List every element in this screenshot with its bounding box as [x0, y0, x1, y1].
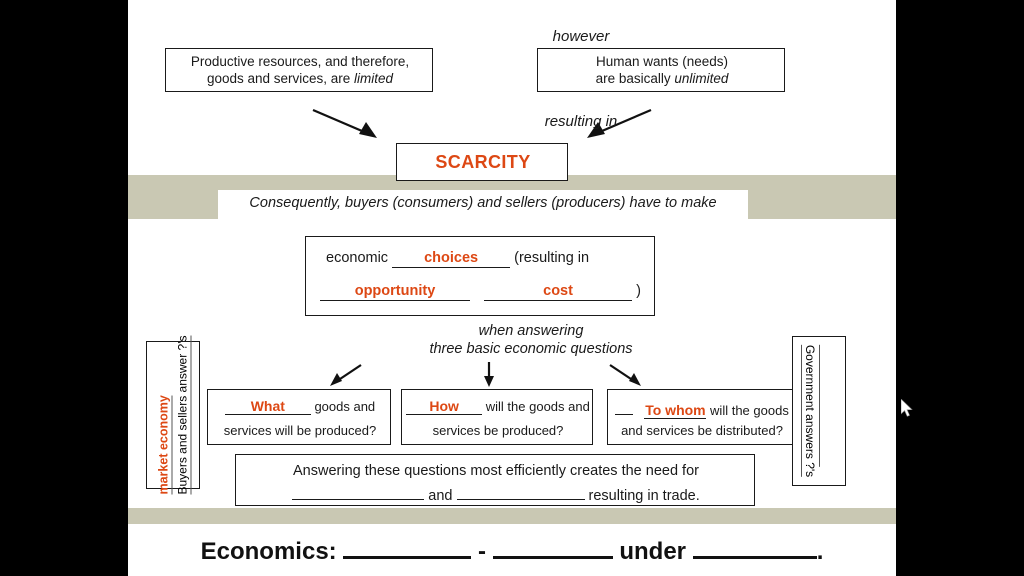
question-what-answer-slot: What — [224, 398, 311, 415]
question-what-tail1: goods and — [314, 399, 376, 414]
need-blank-1 — [292, 484, 425, 500]
human-wants-line1: Human wants (needs) — [595, 54, 729, 69]
arrow-to-how-question — [482, 362, 496, 388]
box-question-towhom: To whom will the goods and services be d… — [607, 389, 795, 445]
economics-definition-line: Economics: - under . — [128, 524, 896, 576]
question-what-answer-word: What — [250, 398, 285, 415]
connector-resulting-in: resulting in — [544, 113, 618, 130]
choices-line2-after: ) — [636, 283, 641, 299]
consequently-text: Consequently, buyers (consumers) and sel… — [249, 195, 717, 211]
box-productive-resources: Productive resources, and therefore, goo… — [165, 48, 433, 92]
connector-when-answering-line2: three basic economic questions — [429, 341, 633, 357]
arrow-left-to-scarcity — [311, 108, 381, 141]
question-how-tail1: will the goods and — [485, 399, 590, 414]
side-label-market-economy-inner: market economy Buyers and sellers answer… — [155, 335, 192, 495]
question-towhom-blank-extra — [615, 399, 634, 415]
question-how-line1: How will the goods and — [406, 399, 590, 415]
side-label-government-inner: Government answers ?'s — [801, 344, 837, 478]
side-label-market-economy: market economy Buyers and sellers answer… — [146, 335, 200, 495]
decorative-band-bottom — [128, 508, 896, 524]
economics-separator: - — [478, 538, 486, 565]
question-how-answer-slot: How — [406, 398, 483, 415]
question-towhom-tail1: will the goods — [710, 403, 789, 418]
side-label-government: Government answers ?'s — [792, 336, 846, 486]
question-towhom-answer-word: To whom — [645, 402, 706, 419]
economics-label: Economics: — [200, 538, 337, 565]
economics-blank-1 — [343, 534, 472, 559]
productive-resources-line1: Productive resources, and therefore, — [190, 54, 410, 69]
connector-however: however — [552, 28, 610, 45]
need-box-line2-tail: resulting in trade. — [588, 488, 700, 504]
government-black-text: Government answers ?'s — [801, 344, 817, 478]
need-box-line2-mid: and — [428, 488, 453, 504]
question-how-answer-word: How — [429, 398, 459, 415]
box-scarcity: SCARCITY — [396, 143, 568, 181]
choices-line1-before: economic — [326, 250, 389, 266]
opportunity-answer-word: opportunity — [354, 283, 436, 300]
question-what-line1: What goods and — [212, 399, 388, 415]
box-economic-choices: economic choices (resulting in opportuni… — [305, 236, 655, 316]
productive-resources-line2-plain: goods and services, are — [206, 71, 355, 86]
human-wants-line2-plain: are basically — [595, 71, 675, 86]
question-towhom-line2: and services be distributed? — [621, 423, 783, 438]
choices-answer-word: choices — [424, 250, 479, 267]
connector-when-answering-line1: when answering — [478, 323, 584, 339]
economics-blank-2 — [492, 534, 613, 559]
arrow-right-to-scarcity — [583, 108, 653, 141]
government-blank-line — [819, 344, 833, 467]
box-question-how: How will the goods and services be produ… — [401, 389, 593, 445]
productive-resources-line2-italic: limited — [354, 71, 394, 86]
arrow-to-towhom-question — [607, 363, 643, 387]
economics-definition-inner: Economics: - under . — [201, 534, 824, 566]
market-economy-orange-text: market economy — [156, 395, 173, 495]
choices-line2: opportunity cost ) — [320, 283, 646, 301]
question-towhom-line1: To whom will the goods — [611, 399, 793, 419]
market-economy-black-text: Buyers and sellers answer ?'s — [175, 335, 192, 495]
choices-answer-slot: choices — [392, 250, 511, 268]
box-need-for-trade: Answering these questions most efficient… — [235, 454, 755, 506]
choices-line1-after: (resulting in — [514, 250, 590, 266]
choices-line1: economic choices (resulting in — [326, 250, 646, 268]
box-human-wants: Human wants (needs) are basically unlimi… — [537, 48, 785, 92]
economics-blank-3 — [692, 534, 817, 559]
cost-answer-slot: cost — [484, 283, 633, 301]
opportunity-answer-slot: opportunity — [320, 283, 470, 301]
banner-consequently: Consequently, buyers (consumers) and sel… — [218, 190, 748, 219]
need-box-line1: Answering these questions most efficient… — [293, 463, 699, 479]
human-wants-line2: are basically unlimited — [538, 71, 786, 87]
need-blank-2 — [456, 484, 585, 500]
arrow-to-what-question — [328, 363, 364, 387]
question-how-line2: services be produced? — [432, 423, 564, 438]
scarcity-label: SCARCITY — [435, 152, 531, 172]
box-question-what: What goods and services will be produced… — [207, 389, 391, 445]
question-towhom-answer-slot: To whom — [644, 402, 707, 419]
need-box-line2: and resulting in trade. — [236, 484, 756, 506]
productive-resources-line2: goods and services, are limited — [166, 71, 434, 87]
presentation-slide: however Productive resources, and theref… — [128, 0, 896, 576]
economics-under: under — [619, 538, 687, 565]
question-what-line2: services will be produced? — [223, 423, 377, 438]
economics-period: . — [816, 538, 824, 565]
mouse-pointer-icon — [900, 398, 914, 418]
human-wants-line2-italic: unlimited — [674, 71, 729, 86]
cost-answer-word: cost — [543, 283, 573, 300]
